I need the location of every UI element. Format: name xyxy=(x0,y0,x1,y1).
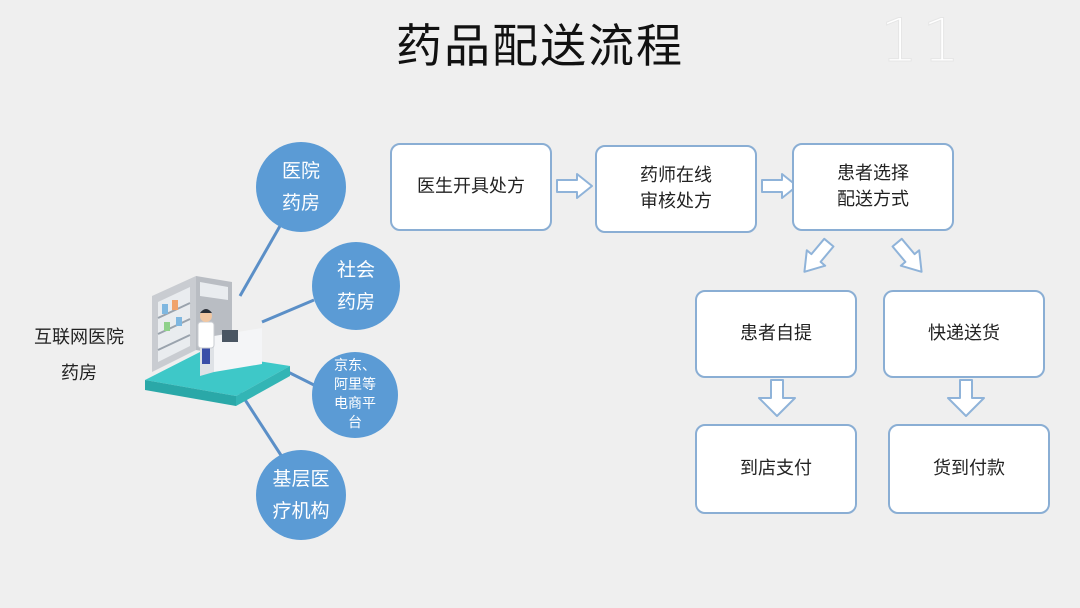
channel-connectors xyxy=(238,225,317,467)
pharmacy-illustration xyxy=(145,276,290,406)
arrow-step1-to-step2 xyxy=(556,173,593,199)
flow-arrows xyxy=(556,173,985,417)
option-self-pickup: 患者自提 xyxy=(695,290,857,378)
arrow-delivery-to-cod xyxy=(947,379,985,417)
page-title: 药品配送流程 xyxy=(396,19,684,73)
outcome-pay-in-store: 到店支付 xyxy=(695,424,857,514)
arrow-pickup-to-store xyxy=(758,379,796,417)
arrow-step3-to-delivery xyxy=(891,237,923,273)
page-number: 11 xyxy=(879,6,965,77)
option-express-delivery: 快递送货 xyxy=(883,290,1045,378)
connector-hospital xyxy=(238,225,282,297)
outcome-cash-on-delivery: 货到付款 xyxy=(888,424,1050,514)
connector-grassroots xyxy=(238,391,290,467)
step-pharmacist-review: 药师在线 审核处方 xyxy=(595,145,757,233)
arrow-step2-to-step3 xyxy=(761,173,798,199)
arrow-step3-to-pickup xyxy=(803,237,835,273)
channel-hospital-pharmacy: 医院 药房 xyxy=(256,142,346,232)
step-patient-choose-delivery: 患者选择 配送方式 xyxy=(792,143,954,231)
channel-social-pharmacy: 社会 药房 xyxy=(312,242,400,330)
step-doctor-prescription: 医生开具处方 xyxy=(390,143,552,231)
internet-hospital-pharmacy-label: 互联网医院 药房 xyxy=(34,327,124,384)
channel-ecommerce-platform: 京东、 阿里等 电商平 台 xyxy=(312,352,398,438)
connector-social xyxy=(261,298,315,324)
channel-grassroots-medical: 基层医 疗机构 xyxy=(256,450,346,540)
